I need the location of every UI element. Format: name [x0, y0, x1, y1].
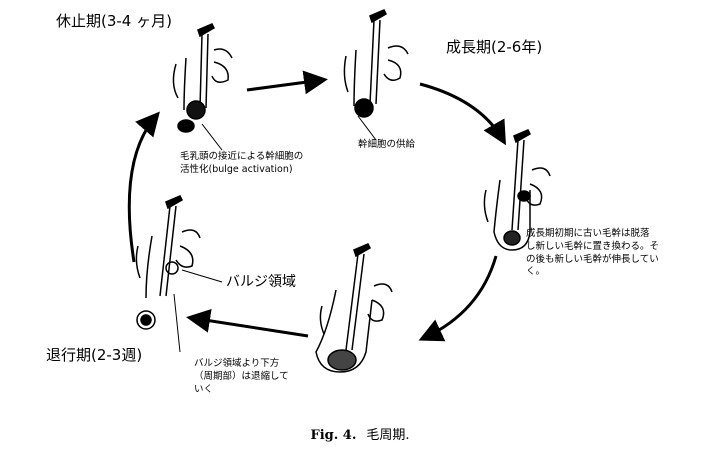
cycle-arrows	[127, 70, 506, 342]
arrow-catagen-to-telogen	[127, 111, 160, 263]
leader-bulge-activation	[201, 123, 223, 151]
leader-below-bulge	[173, 293, 181, 353]
phase-label-anagen: 成長期(2-6年)	[446, 38, 543, 56]
arrow-anagen-to-catagen	[186, 308, 309, 338]
arrow-telogen-to-anagen	[246, 70, 328, 95]
leader-stem-cell-supply	[357, 115, 377, 141]
label-bulge-region: バルジ領域	[226, 274, 296, 290]
leader-lines	[173, 115, 377, 353]
follicle-full-anagen	[315, 243, 393, 373]
arrow-early-anagen-to-full-anagen	[418, 255, 498, 342]
figure-caption-text: 毛周期.	[366, 428, 410, 443]
note-early-anagen: 成長期初期に古い毛幹は脱落 し新しい毛幹に置き換わる。そ の後も新しい毛幹が伸長…	[526, 228, 660, 278]
follicle-telogen	[172, 23, 233, 133]
leader-bulge-region	[181, 269, 223, 283]
arrow-anagen-to-early-anagen	[419, 82, 506, 146]
phase-label-telogen: 休止期(3-4 ヶ月)	[56, 12, 172, 30]
follicle-anagen-start	[343, 9, 409, 118]
phase-label-catagen: 退行期(2-3週)	[46, 346, 143, 364]
note-stem-cell-supply: 幹細胞の供給	[358, 139, 416, 150]
figure-caption: Fig. 4. 毛周期.	[0, 424, 720, 443]
note-below-bulge: バルジ領域より下方 （周期部）は退縮して いく	[194, 358, 289, 395]
follicle-catagen	[135, 195, 201, 330]
figure-number: Fig. 4.	[310, 428, 357, 443]
follicle-early-anagen	[483, 129, 551, 251]
note-bulge-activation: 毛乳頭の接近による幹細胞の 活性化(bulge activation)	[180, 151, 304, 175]
